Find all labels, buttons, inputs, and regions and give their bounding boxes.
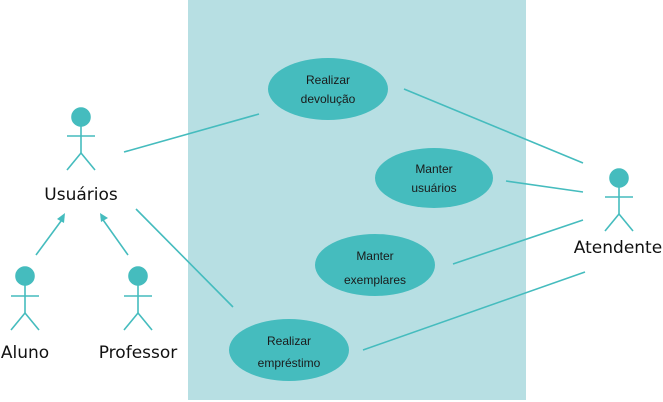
actor-label: Professor (99, 343, 178, 363)
use-case-manter-usuarios[interactable]: Manter usuários (375, 148, 493, 208)
use-case-label-line2: exemplares (344, 273, 406, 287)
stick-figure-icon (604, 168, 634, 232)
stick-figure-icon (66, 107, 96, 171)
generalization-aluno-usuarios (35, 216, 65, 256)
use-case-label-line1: Manter (415, 162, 452, 176)
actor-label: Aluno (1, 343, 49, 363)
use-case-label-line2: devolução (301, 92, 356, 106)
use-case-realizar-devolucao[interactable]: Realizar devolução (268, 58, 388, 120)
stick-figure-icon (10, 266, 40, 331)
use-case-label-line2: empréstimo (258, 356, 321, 370)
association-usuarios-devolucao (123, 113, 260, 153)
stick-figure-icon (123, 266, 153, 331)
generalization-professor-usuarios (100, 216, 129, 256)
actor-label: Usuários (44, 185, 118, 205)
association-atendente-emprestimo (362, 271, 586, 351)
association-atendente-manter-usuarios (505, 180, 584, 193)
actor-aluno[interactable]: Aluno (1, 266, 49, 363)
use-case-realizar-emprestimo[interactable]: Realizar empréstimo (229, 319, 349, 381)
use-case-label-line1: Realizar (306, 73, 350, 87)
actor-usuarios[interactable]: Usuários (44, 107, 118, 205)
actor-label: Atendente (574, 238, 662, 258)
use-case-label-line2: usuários (411, 181, 456, 195)
use-case-label-line1: Realizar (267, 334, 311, 348)
use-case-label-line1: Manter (356, 249, 393, 263)
generalization-arrowhead-professor (100, 213, 108, 222)
generalization-arrowhead-aluno (57, 213, 65, 223)
association-atendente-manter-exemplares (452, 219, 584, 265)
association-atendente-devolucao (403, 88, 584, 164)
actor-professor[interactable]: Professor (99, 266, 178, 363)
actor-atendente[interactable]: Atendente (574, 168, 662, 258)
use-case-manter-exemplares[interactable]: Manter exemplares (315, 234, 435, 296)
association-usuarios-emprestimo (135, 208, 234, 308)
